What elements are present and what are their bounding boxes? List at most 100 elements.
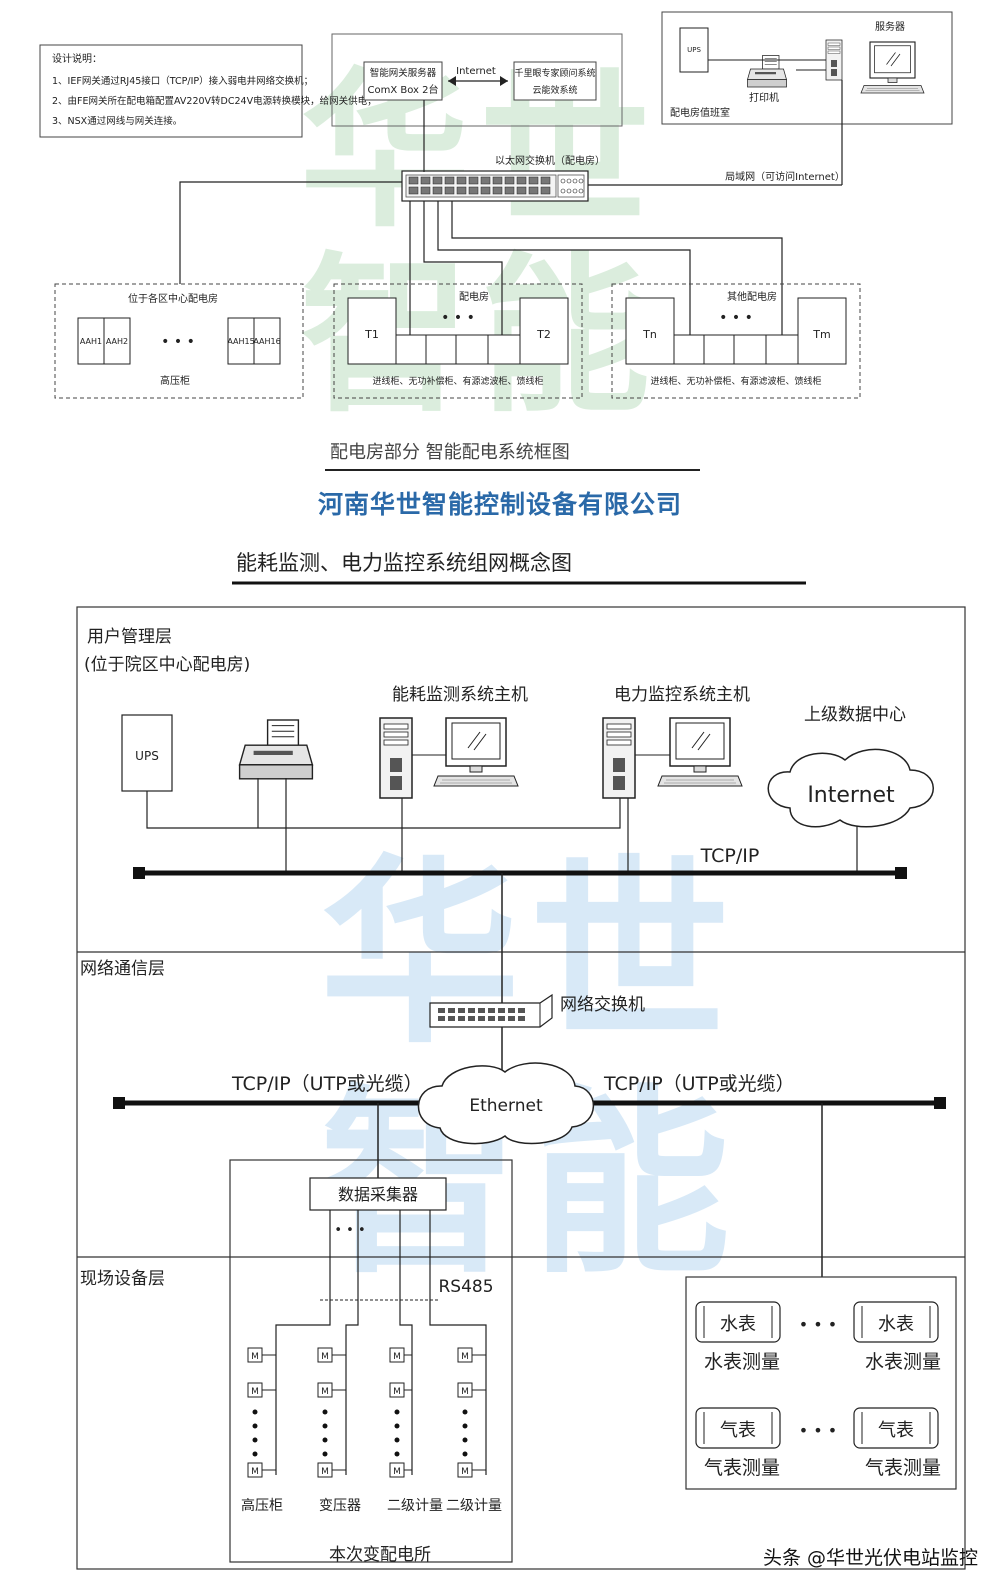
layer2-title: 网络通信层 — [80, 959, 165, 979]
meter-ellipsis-dot — [252, 1423, 258, 1429]
network-switch-port — [518, 1008, 525, 1013]
switch-port — [528, 176, 539, 185]
cabinet-aah1: AAH1 — [80, 337, 102, 346]
cloud-line2: 云能效系统 — [532, 84, 577, 96]
meter-ellipsis-dot — [394, 1451, 400, 1457]
box2-t1: T1 — [364, 328, 379, 341]
meter-ellipsis-dot — [462, 1409, 468, 1415]
energy-host-tower-icon — [379, 717, 413, 799]
network-switch-port — [488, 1016, 495, 1021]
meter-ellipsis-dot — [394, 1409, 400, 1415]
meter-ellipsis-dot — [462, 1437, 468, 1443]
water-meter-label-left: 水表 — [720, 1314, 756, 1335]
server-monitor-icon — [860, 41, 925, 94]
gas-measure-label-left: 气表测量 — [704, 1457, 780, 1479]
meter-ellipsis-dot — [322, 1451, 328, 1457]
meter-box: M — [389, 1382, 412, 1398]
layer1-subtitle: (位于院区中心配电房) — [84, 655, 250, 675]
tcpip-label: TCP/IP — [700, 845, 760, 867]
switch-port — [504, 176, 515, 185]
internet-cloud — [767, 748, 934, 828]
duty-room-box — [661, 11, 953, 125]
svg-text:M: M — [393, 1467, 401, 1477]
layer3-title: 现场设备层 — [80, 1269, 165, 1289]
svg-text:M: M — [461, 1387, 469, 1397]
meter-ellipsis-dot — [394, 1423, 400, 1429]
cloud-system — [513, 61, 597, 101]
switch-port — [516, 176, 527, 185]
meter-box: M — [317, 1347, 346, 1363]
switch-port — [432, 186, 443, 195]
meter-ellipsis-dot — [394, 1437, 400, 1443]
box1-ellipsis: • • • — [161, 334, 195, 350]
layer1-title: 用户管理层 — [87, 627, 172, 647]
footer-credit: 头条 @华世光伏电站监控 — [762, 1547, 978, 1569]
box3-tm: Tm — [812, 328, 830, 341]
top-diagram: 设计说明： 1、IEF网关通过RJ45接口（TCP/IP）接入弱电井网络交换机；… — [39, 11, 953, 471]
svg-text:M: M — [321, 1352, 329, 1362]
box2-caption: 进线柜、无功补偿柜、有源滤波柜、馈线柜 — [372, 375, 543, 387]
duty-ups-label: UPS — [687, 46, 701, 54]
switch-port — [480, 176, 491, 185]
note-2: 2、由FE网关所在配电箱配置AV220V转DC24V电源转换模块，给网关供电； — [52, 95, 377, 107]
switch-port — [468, 186, 479, 195]
gas-meter-label-right: 气表 — [878, 1420, 914, 1441]
ethernet-cloud — [417, 1062, 595, 1145]
note-1: 1、IEF网关通过RJ45接口（TCP/IP）接入弱电井网络交换机； — [52, 75, 313, 87]
meter-box: M — [317, 1462, 346, 1478]
power-host-label: 电力监控系统主机 — [614, 685, 750, 705]
network-switch-ports — [438, 1008, 525, 1021]
duty-server-label: 服务器 — [875, 20, 905, 33]
meter-box: M — [389, 1462, 412, 1478]
network-switch-port — [468, 1016, 475, 1021]
network-switch-port — [448, 1008, 455, 1013]
switch-led — [578, 178, 584, 184]
network-switch-port — [438, 1008, 445, 1013]
svg-text:M: M — [321, 1387, 329, 1397]
meter-box: M — [457, 1462, 486, 1478]
box3-title: 其他配电房 — [727, 290, 777, 303]
meter-ellipsis-dot — [322, 1409, 328, 1415]
power-host-monitor-icon — [657, 717, 743, 787]
network-switch-port — [508, 1016, 515, 1021]
switch-ports — [408, 176, 584, 195]
water-gas-meter-box — [685, 1276, 957, 1490]
switch-led — [572, 178, 578, 184]
cabinet-aah16: AAH16 — [253, 337, 280, 346]
duty-room-label: 配电房值班室 — [670, 106, 730, 119]
meter-ellipsis-dot — [462, 1423, 468, 1429]
switch-top-label: 以太网交换机（配电房） — [495, 154, 605, 167]
gas-measure-label-right: 气表测量 — [865, 1457, 941, 1479]
switch-port — [408, 176, 419, 185]
meter-box: M — [247, 1347, 276, 1363]
gas-meter-ellipsis: • • • — [799, 1421, 837, 1440]
switch-port — [420, 176, 431, 185]
box3-tn: Tn — [642, 328, 657, 341]
server-tower-icon — [825, 39, 843, 81]
box1-title: 位于各区中心配电房 — [128, 292, 218, 305]
box-other-substations — [611, 283, 861, 399]
collector-ellipsis: • • • — [334, 1223, 365, 1238]
switch-port — [540, 186, 551, 195]
switch-port — [492, 186, 503, 195]
switch-port — [528, 186, 539, 195]
meter-box: M — [247, 1462, 276, 1478]
printer-icon — [238, 719, 314, 780]
duty-printer-label: 打印机 — [749, 91, 779, 104]
svg-text:M: M — [461, 1352, 469, 1362]
column-label-sub-meter-2: 二级计量 — [446, 1498, 502, 1514]
tcpip-right-label: TCP/IP（UTP或光缆） — [603, 1073, 795, 1095]
gateway-line1: 智能网关服务器 — [370, 67, 437, 79]
switch-port — [432, 176, 443, 185]
box1-caption: 高压柜 — [160, 374, 190, 387]
box2-ellipsis: • • • — [441, 310, 475, 326]
switch-label: 网络交换机 — [560, 995, 645, 1015]
meter-ellipsis-dot — [252, 1437, 258, 1443]
bottom-diagram: 用户管理层 (位于院区中心配电房) 能耗监测系统主机 电力监控系统主机 上级数据… — [76, 606, 966, 1570]
box3-caption: 进线柜、无功补偿柜、有源滤波柜、馈线柜 — [650, 375, 821, 387]
network-switch-port — [438, 1016, 445, 1021]
network-switch-port — [498, 1008, 505, 1013]
network-switch-port — [478, 1016, 485, 1021]
